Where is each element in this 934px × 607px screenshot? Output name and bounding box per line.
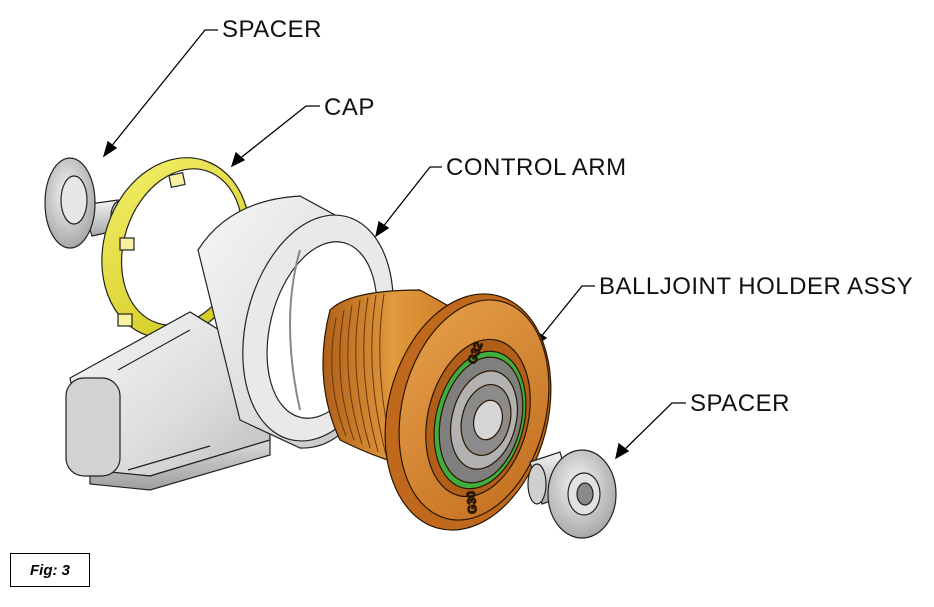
control-arm [65,195,394,491]
label-spacer-top: SPACER [222,16,322,43]
spacer-right [527,449,617,539]
leader-spacer-bottom [621,402,686,453]
arrowhead-cap [230,151,246,168]
leader-balljoint [539,285,595,339]
spacer-right-tube-end [527,463,547,505]
spacer-left-flange-inner [60,175,88,225]
holder-marking-bottom: G30 [464,490,480,514]
leader-control-arm [381,166,442,229]
control-arm-bore-shadow [289,249,301,411]
spacer-right-bore [576,482,594,506]
label-balljoint-holder: BALLJOINT HOLDER ASSY [599,273,914,300]
control-arm-stem-side [89,439,271,491]
leader-spacer-top [109,29,218,149]
label-spacer-bottom: SPACER [690,390,790,417]
figure-label: Fig: 3 [10,553,90,587]
control-arm-end-face [65,377,121,477]
cap-slot-1 [168,171,186,189]
label-cap: CAP [324,94,375,121]
holder-threads [331,293,395,459]
arrowhead-spacer-bottom [615,442,630,460]
arrowhead-spacer-top [102,140,118,158]
control-arm-fillet [117,329,191,371]
label-control-arm: CONTROL ARM [446,154,627,181]
cap-slot-3 [117,313,133,327]
control-arm-fillet-2 [127,445,211,471]
cap-slot-2 [119,237,135,251]
balljoint-holder: G32 G30 [322,289,552,531]
holder-bearing-bore [472,399,504,441]
leader-cap [237,105,320,161]
arrowhead-control-arm [375,220,390,238]
